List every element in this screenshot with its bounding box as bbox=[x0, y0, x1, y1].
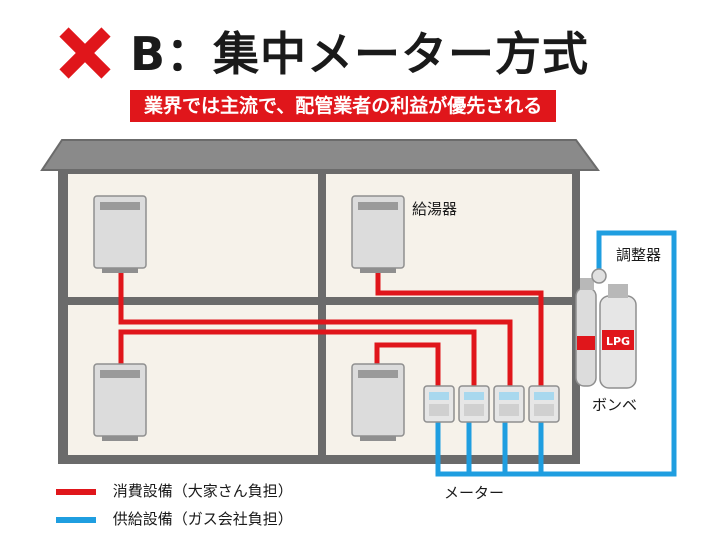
supply-pipes bbox=[435, 230, 677, 477]
gas-meter-4 bbox=[528, 385, 560, 423]
water-heater-4 bbox=[351, 363, 405, 441]
cylinder-marking: LPG bbox=[606, 335, 630, 348]
gas-cylinder-back bbox=[575, 278, 597, 387]
page-title: B：集中メーター方式 bbox=[130, 27, 590, 81]
legend-swatch-blue bbox=[56, 516, 96, 523]
regulator bbox=[591, 268, 607, 284]
legend-item-supply: 供給設備（ガス会社負担） bbox=[56, 508, 293, 529]
legend-swatch-red bbox=[56, 488, 96, 495]
gas-meter-3 bbox=[493, 385, 525, 423]
gas-meter-2 bbox=[458, 385, 490, 423]
roof bbox=[40, 139, 600, 171]
regulator-label: 調整器 bbox=[616, 246, 661, 264]
consumer-pipes bbox=[118, 272, 544, 388]
water-heater-label: 給湯器 bbox=[412, 200, 457, 218]
cross-icon bbox=[59, 27, 111, 79]
gas-meter-1 bbox=[423, 385, 455, 423]
legend-label: 消費設備（大家さん負担） bbox=[112, 482, 293, 500]
water-heater-3 bbox=[93, 363, 147, 441]
gas-cylinder-front bbox=[599, 284, 637, 389]
legend-label: 供給設備（ガス会社負担） bbox=[112, 510, 293, 528]
subtitle-banner: 業界では主流で、配管業者の利益が優先される bbox=[130, 90, 557, 122]
meter-label: メーター bbox=[444, 484, 504, 502]
legend-item-consumer: 消費設備（大家さん負担） bbox=[56, 480, 293, 501]
water-heater-1 bbox=[93, 195, 147, 273]
cylinder-label: ボンベ bbox=[592, 396, 637, 414]
water-heater-2 bbox=[351, 195, 405, 273]
